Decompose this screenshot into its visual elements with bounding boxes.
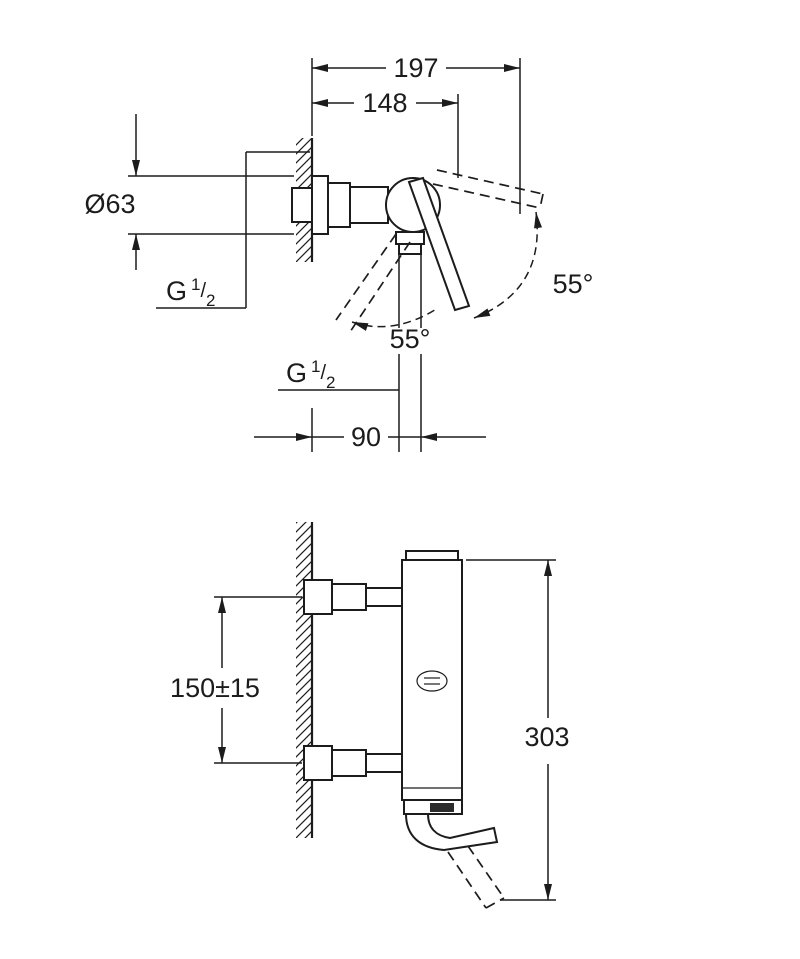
dimension-total-height: 303 (466, 559, 570, 901)
dim-angle-upper-label: 55° (553, 269, 594, 299)
hose-direction (447, 845, 505, 909)
lever-handle (407, 176, 471, 312)
concealed-supply-stub (291, 187, 313, 223)
dashed-swing-line (335, 233, 397, 321)
wall-flange (311, 175, 329, 235)
dim-150-label: 150±15 (170, 673, 260, 703)
label-backing (382, 328, 438, 354)
body-top-cap (405, 550, 459, 561)
dimension-flange-diameter: Ø63 (84, 114, 294, 270)
dim-197-label: 197 (393, 53, 438, 83)
upper-swing-angle: 55° (473, 211, 600, 319)
dim-303-label: 303 (524, 722, 569, 752)
angle-arc (351, 307, 439, 331)
outlet-thread-stub (398, 243, 422, 255)
dimension-body-depth: 148 (312, 88, 458, 118)
front-view: 150±15 303 (170, 522, 570, 909)
dimension-total-depth: 197 (312, 53, 520, 83)
handle-swing-position (432, 169, 544, 209)
mixer-body (401, 559, 463, 801)
upper-wall-connection (303, 579, 403, 615)
label-backing (546, 272, 600, 298)
connection-neck (365, 753, 403, 773)
angle-arc (473, 211, 542, 319)
wall-hatching (296, 522, 312, 838)
connection-neck (365, 587, 403, 607)
dashed-swing-line (349, 241, 411, 333)
union-nut (327, 182, 351, 228)
dim-90-label: 90 (351, 422, 381, 452)
union-nut (331, 749, 367, 777)
dashed-handle-cap (539, 193, 544, 209)
escutcheon (303, 579, 333, 615)
dashed-handle-line (432, 183, 541, 209)
lower-wall-connection (303, 745, 403, 781)
logo-mark (416, 670, 448, 692)
escutcheon (303, 745, 333, 781)
logo-ellipse (416, 670, 448, 692)
body-tube (349, 186, 389, 224)
dim-diameter-label: Ø63 (84, 189, 135, 219)
dim-angle-lower-label: 55° (390, 324, 431, 354)
dashed-handle-line (436, 169, 544, 195)
dim-148-label: 148 (362, 88, 407, 118)
lower-swing-position: 55° (335, 233, 439, 354)
outlet-spout (404, 813, 499, 852)
dashed-hose-line (467, 845, 505, 899)
union-nut (331, 583, 367, 611)
dimension-connection-spacing: 150±15 (170, 596, 302, 764)
dimension-outlet-offset: 90 (254, 408, 486, 452)
aerator-detail (430, 803, 454, 812)
dashed-hose-line (447, 851, 487, 909)
